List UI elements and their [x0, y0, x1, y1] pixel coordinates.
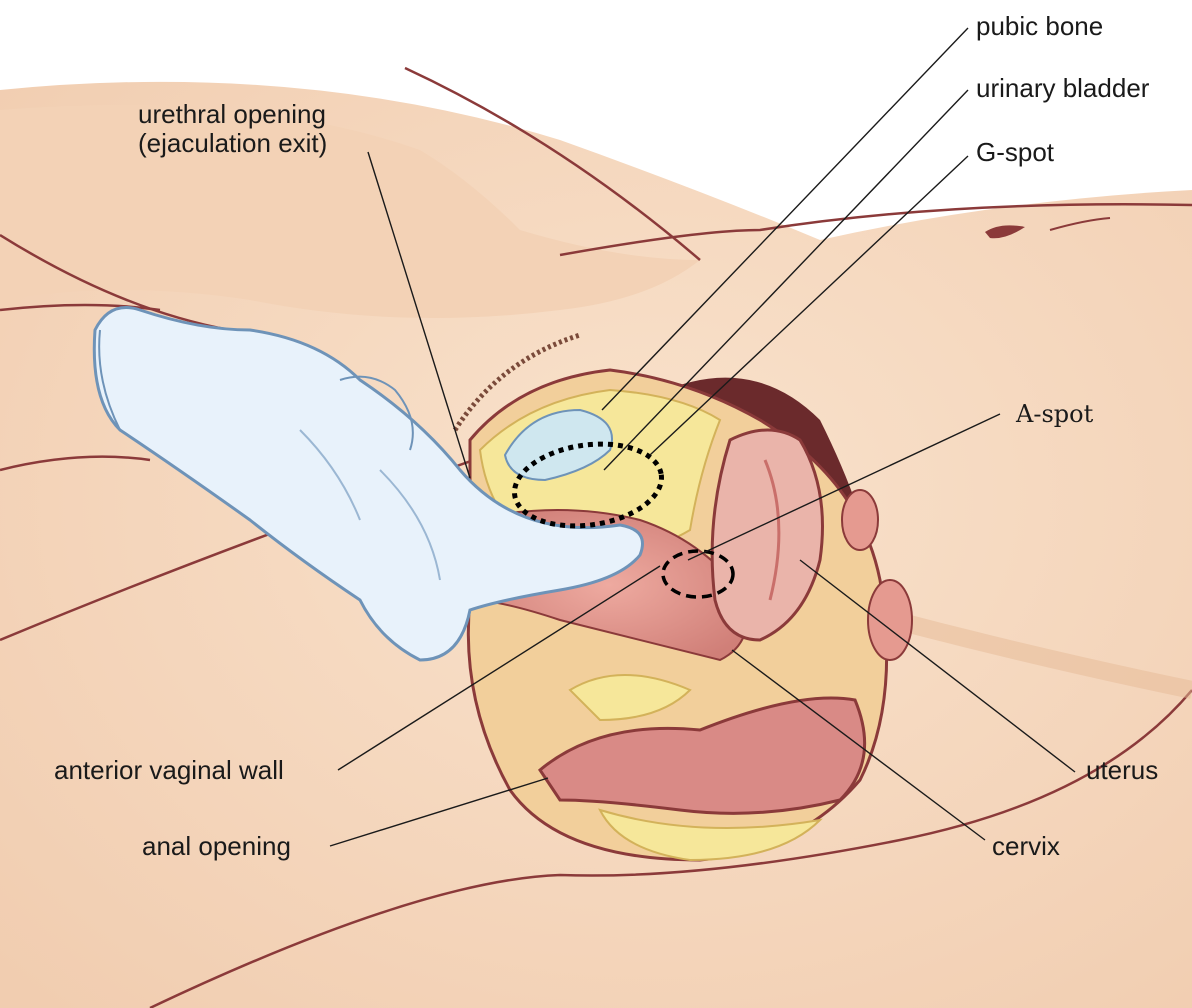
label-anal-opening: anal opening	[142, 832, 291, 861]
label-anterior-vaginal-wall: anterior vaginal wall	[54, 756, 284, 785]
label-uterus: uterus	[1086, 756, 1158, 785]
label-a-spot: A-spot	[1016, 400, 1093, 429]
label-pubic-bone: pubic bone	[976, 12, 1103, 41]
label-g-spot: G-spot	[976, 138, 1054, 167]
label-cervix: cervix	[992, 832, 1060, 861]
label-urethral-opening: urethral opening (ejaculation exit)	[138, 100, 327, 158]
label-urinary-bladder: urinary bladder	[976, 74, 1149, 103]
